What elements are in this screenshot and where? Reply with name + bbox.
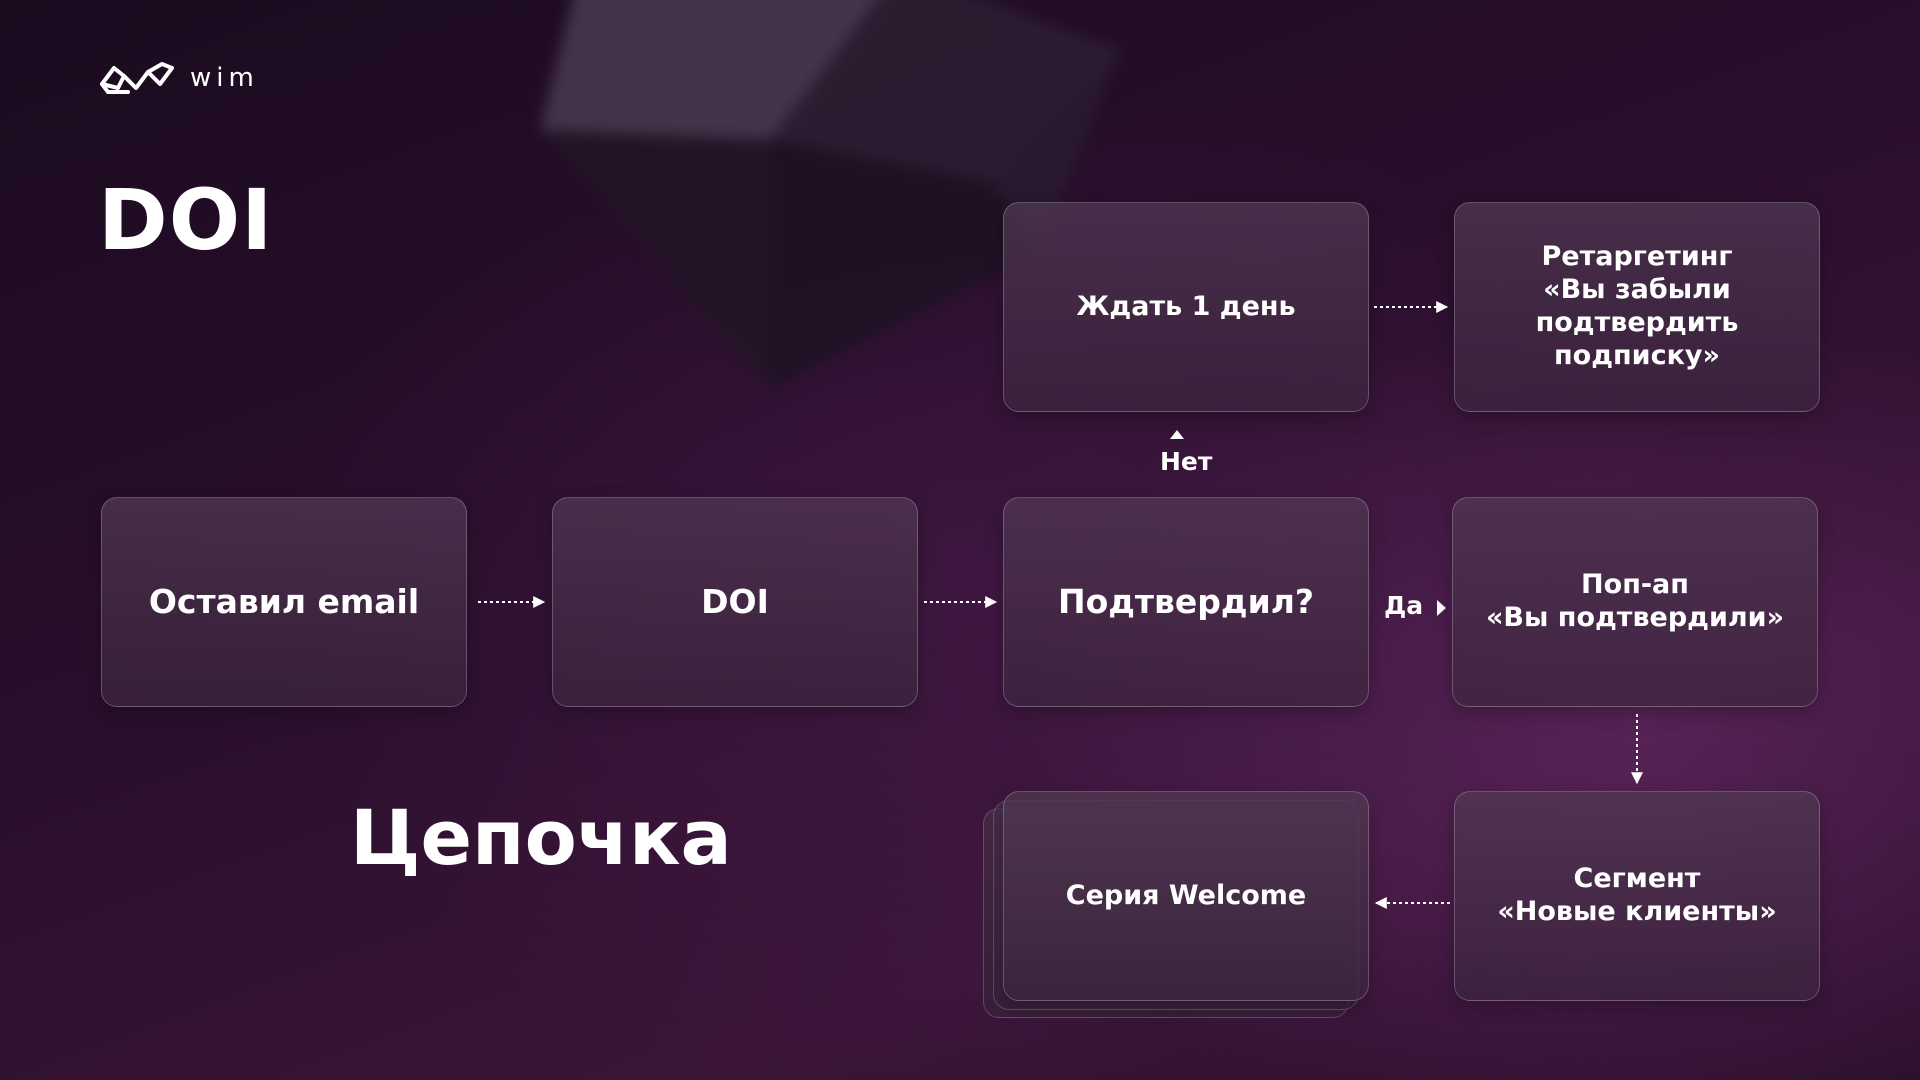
- logo-text: wim: [190, 63, 259, 93]
- brand-logo[interactable]: wim: [98, 58, 259, 98]
- node-retargeting: Ретаргетинг «Вы забыли подтвердить подпи…: [1454, 202, 1820, 412]
- logo-icon: [100, 62, 174, 94]
- node-left-email: Оставил email: [101, 497, 467, 707]
- node-doi: DOI: [552, 497, 918, 707]
- node-segment: Сегмент «Новые клиенты»: [1454, 791, 1820, 1001]
- page-subtitle: Цепочка: [350, 793, 732, 882]
- arrow-right-icon: [1437, 600, 1446, 616]
- page-title: DOI: [98, 171, 274, 269]
- node-wait: Ждать 1 день: [1003, 202, 1369, 412]
- edge-label-yes: Да: [1384, 591, 1424, 620]
- node-confirmed: Подтвердил?: [1003, 497, 1369, 707]
- node-welcome: Серия Welcome: [1003, 791, 1369, 1001]
- edge-label-no: Нет: [1160, 447, 1213, 476]
- arrow-up-icon: [1170, 430, 1184, 439]
- node-popup: Поп-ап «Вы подтвердили»: [1452, 497, 1818, 707]
- polyhedron-decoration: [540, 0, 1120, 390]
